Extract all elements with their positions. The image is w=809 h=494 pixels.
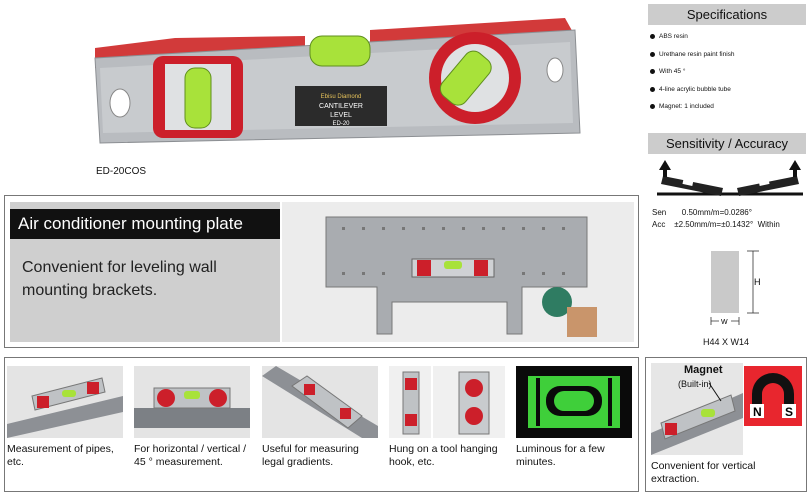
spec-item: 4-line acrylic bubble tube	[650, 85, 808, 103]
product-label-line-1: Ebisu Diamond	[321, 94, 362, 100]
use-photo-gradient	[262, 366, 378, 438]
specifications-header: Specifications	[648, 4, 806, 25]
product-label-line-2: CANTILEVER	[319, 103, 363, 110]
spec-item: With 45 °	[650, 67, 808, 85]
magnet-s-label: S	[785, 405, 793, 419]
specifications-list: ABS resin Urethane resin paint finish Wi…	[650, 32, 808, 120]
use-photo-luminous	[516, 366, 632, 438]
product-label-line-3: LEVEL	[330, 112, 352, 119]
use-caption: Measurement of pipes, etc.	[7, 443, 114, 468]
use-photo-hook	[389, 366, 505, 438]
magnet-subtitle: (Built-in)	[678, 379, 712, 389]
dimension-label: H44 X W14	[703, 337, 750, 347]
product-model: ED-20COS	[96, 166, 147, 177]
accuracy-row: Acc ±2.50mm/m=±0.1432° Within	[652, 220, 780, 229]
magnet-n-label: N	[753, 405, 762, 419]
use-caption: Luminous for a few minutes.	[516, 443, 605, 468]
level-product-image: Ebisu Diamond CANTILEVER LEVEL ED-20	[94, 18, 581, 144]
bullet-icon	[650, 104, 655, 109]
magnet-title: Magnet	[684, 364, 723, 376]
spec-item: Urethane resin paint finish	[650, 50, 808, 68]
use-caption: Useful for measuring legal gradients.	[262, 443, 359, 468]
use-photo-pipe	[7, 366, 123, 438]
uses-panel	[4, 357, 639, 492]
bullet-icon	[650, 86, 655, 92]
bullet-icon	[650, 34, 655, 39]
use-photo-horizontal	[134, 366, 250, 438]
sensitivity-header: Sensitivity / Accuracy	[648, 133, 806, 154]
dim-h-label: H	[754, 277, 761, 287]
mounting-plate-photo	[282, 202, 634, 342]
magnet-photo	[651, 363, 743, 455]
magnet-icon: N S	[744, 366, 802, 426]
dim-w-label: W	[721, 319, 728, 326]
spec-item: Magnet: 1 included	[650, 102, 808, 120]
sensitivity-row: Sen 0.50mm/m=0.0286°	[652, 208, 752, 217]
feature-title: Air conditioner mounting plate	[10, 209, 280, 239]
spec-item: ABS resin	[650, 32, 808, 50]
sensitivity-diagram	[657, 160, 803, 196]
magnet-caption: Convenient for vertical extraction.	[651, 460, 756, 485]
magnet-panel	[645, 357, 807, 492]
use-caption: For horizontal / vertical / 45 ° measure…	[134, 443, 247, 468]
product-label-line-4: ED-20	[332, 121, 350, 127]
feature-panel	[4, 195, 639, 348]
bullet-icon	[650, 69, 655, 74]
use-caption: Hung on a tool hanging hook, etc.	[389, 443, 498, 468]
dimension-diagram: H W	[710, 250, 761, 326]
feature-description: Convenient for leveling wall mounting br…	[22, 259, 217, 299]
bullet-icon	[650, 51, 655, 57]
